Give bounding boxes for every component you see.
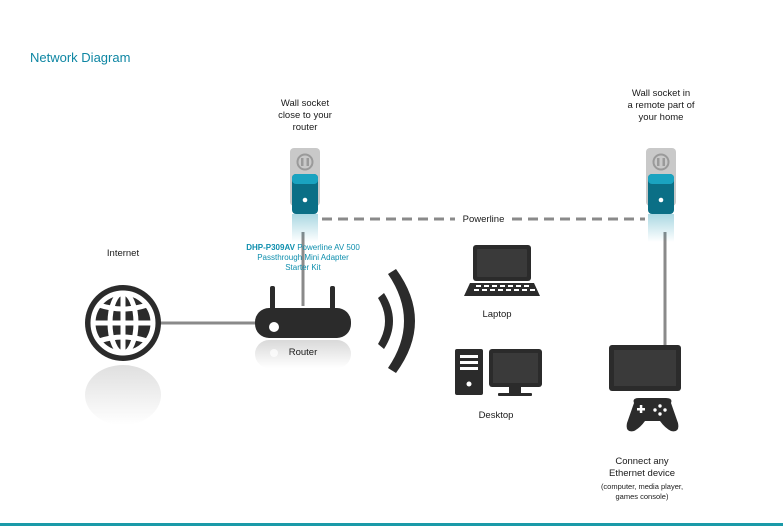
ethernet-note-line2: games console) xyxy=(615,492,669,501)
ethernet-label: Connect any Ethernet device xyxy=(592,456,692,480)
ethernet-note-line1: (computer, media player, xyxy=(600,482,684,491)
monitor-icon xyxy=(609,345,681,391)
product-line3: Starter Kit xyxy=(285,263,321,272)
product-model: DHP-P309AV xyxy=(246,243,295,252)
product-line1: DHP-P309AV Powerline AV 500 xyxy=(225,243,381,253)
desktop-icon xyxy=(455,349,542,396)
ethernet-line1: Connect any xyxy=(615,456,669,467)
router-label: Router xyxy=(288,347,318,358)
page-title: Network Diagram xyxy=(30,50,131,65)
product-label: DHP-P309AV Powerline AV 500 Passthrough … xyxy=(225,243,381,273)
ethernet-note: (computer, media player, games console) xyxy=(590,482,694,502)
wifi-signal-icon xyxy=(378,269,415,373)
wall-socket-remote-label: Wall socket in a remote part of your hom… xyxy=(612,88,710,124)
wall-socket-router-line1: Wall socket xyxy=(280,98,330,109)
powerline-adapter-remote-icon xyxy=(646,148,676,242)
wall-socket-remote-line1: Wall socket in xyxy=(631,88,691,99)
ethernet-line2: Ethernet device xyxy=(608,468,675,479)
product-line2: Passthrough Mini Adapter xyxy=(257,253,349,262)
product-name: Powerline AV 500 xyxy=(294,243,360,252)
gamepad-icon xyxy=(626,398,679,432)
wall-socket-router-label: Wall socket close to your router xyxy=(265,98,345,134)
router-icon xyxy=(255,286,351,368)
wall-socket-router-line3: router xyxy=(292,122,318,133)
laptop-icon xyxy=(464,245,540,296)
internet-label: Internet xyxy=(106,248,140,259)
wall-socket-router-line2: close to your xyxy=(278,110,332,121)
desktop-label: Desktop xyxy=(478,410,514,421)
globe-icon xyxy=(85,285,161,425)
powerline-label: Powerline xyxy=(462,214,505,225)
powerline-adapter-icon xyxy=(290,148,320,242)
laptop-label: Laptop xyxy=(482,309,512,320)
wall-socket-remote-line3: your home xyxy=(638,112,684,123)
bottom-rule xyxy=(0,523,783,526)
wall-socket-remote-line2: a remote part of xyxy=(627,100,695,111)
